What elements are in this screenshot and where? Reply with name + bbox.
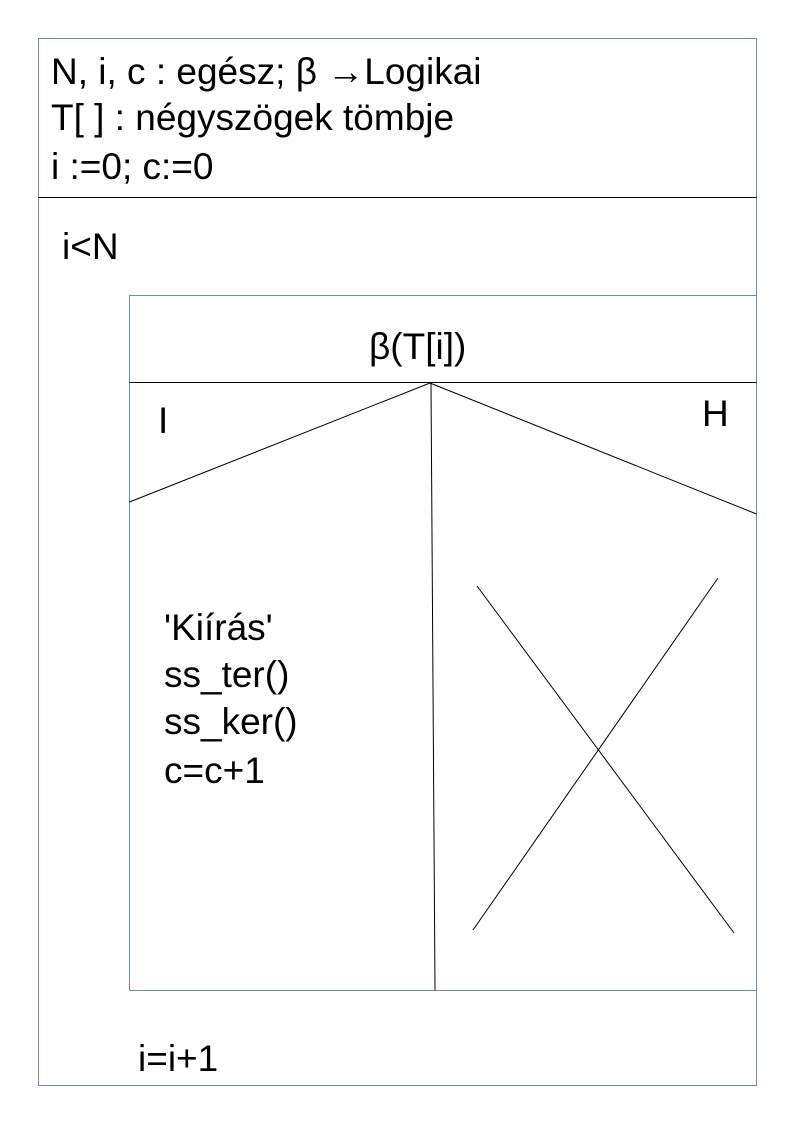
outer-frame [38, 38, 757, 1086]
true-branch-statement: 'Kiírás' [164, 607, 273, 648]
empty-branch-x-line-1 [476, 585, 735, 934]
loop-increment: i=i+1 [138, 1038, 219, 1079]
header-line-1: N, i, c : egész; β →Logikai [51, 51, 482, 92]
loop-condition: i<N [62, 226, 119, 267]
true-branch-label: I [158, 400, 169, 441]
true-branch-statement: ss_ter() [164, 654, 290, 695]
false-branch-label: H [702, 393, 729, 434]
selection-frame [129, 295, 757, 991]
branch-right-diagonal [429, 382, 757, 515]
header-line-3: i :=0; c:=0 [51, 146, 214, 187]
empty-branch-x-line-2 [472, 577, 719, 931]
branch-left-diagonal [129, 382, 431, 503]
true-branch-statement: ss_ker() [164, 701, 298, 742]
selection-condition: β(T[i]) [369, 326, 467, 367]
true-branch-statement: c=c+1 [164, 750, 265, 791]
branch-divider [430, 382, 436, 991]
header-line-2: T[ ] : négyszögek tömbje [51, 97, 455, 138]
